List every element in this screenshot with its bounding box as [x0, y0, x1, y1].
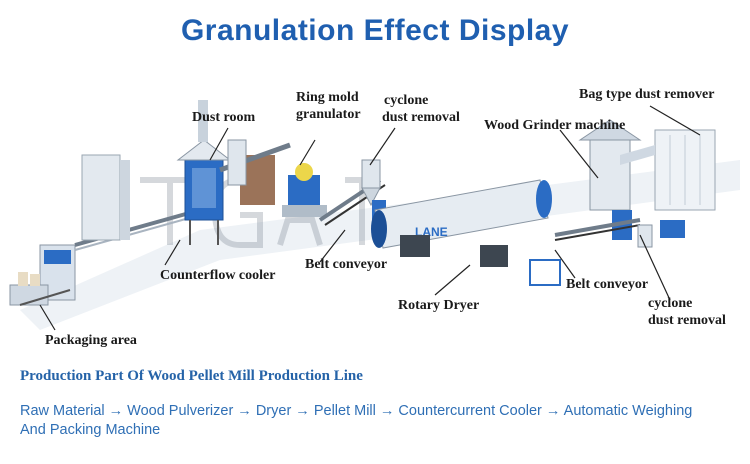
- rotary-dryer: LANE: [371, 179, 552, 267]
- label-belt-conveyor-1: Belt conveyor: [305, 257, 388, 272]
- ring-mold-granulator: [282, 163, 327, 217]
- belt-conveyor-2: [554, 218, 641, 237]
- production-line-illustration: LANE: [9, 100, 740, 331]
- label-ring-mold: Ring mold: [296, 90, 359, 105]
- wood-grinder-machine: [529, 119, 642, 286]
- label-dust-room: Dust room: [192, 110, 256, 125]
- label-bag-dust-remover: Bag type dust remover: [579, 87, 715, 102]
- label-counterflow-cooler: Counterflow cooler: [160, 268, 276, 283]
- label-cyclone-top: cyclone: [384, 93, 429, 108]
- packaging-machine: [9, 244, 76, 306]
- label-granulator: granulator: [296, 107, 361, 122]
- dust-room-structure: [219, 139, 291, 205]
- page-title: Granulation Effect Display: [180, 14, 570, 47]
- counterflow-cooler: [176, 100, 232, 245]
- label-dust-removal-top: dust removal: [382, 110, 460, 125]
- label-packaging-area: Packaging area: [45, 333, 137, 348]
- label-cyclone-bottom: cyclone: [648, 296, 693, 311]
- callout-lines: [39, 105, 701, 331]
- bag-type-dust-remover: [620, 129, 716, 238]
- section-title: Production Part Of Wood Pellet Mill Prod…: [20, 368, 363, 384]
- label-wood-grinder: Wood Grinder machine: [484, 118, 626, 133]
- dust-room-silo: [81, 154, 130, 241]
- label-belt-conveyor-2: Belt conveyor: [566, 277, 649, 292]
- label-rotary-dryer: Rotary Dryer: [398, 298, 480, 313]
- label-dust-removal-bottom: dust removal: [648, 313, 726, 328]
- process-flow-text: Raw Material → Wood Pulverizer → Dryer →…: [20, 403, 693, 438]
